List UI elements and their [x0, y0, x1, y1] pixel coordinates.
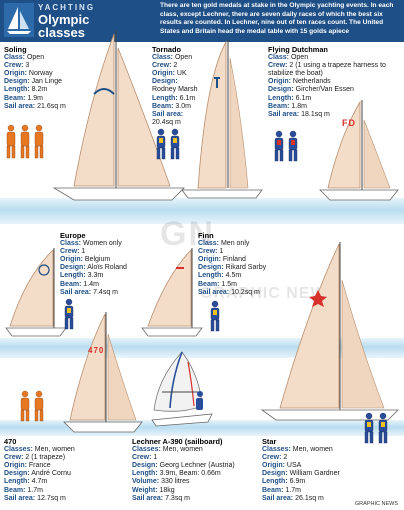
finn-name: Finn — [198, 231, 214, 240]
finn-length: 4.5m — [225, 272, 242, 280]
soling-beam: 1.9m — [27, 94, 43, 102]
star-beam: 1.7m — [285, 486, 301, 494]
tornado-illustration — [181, 40, 263, 199]
flying-dutchman-class: Open — [290, 54, 309, 62]
sea-band-top — [0, 198, 404, 224]
europe-crew: 1 — [81, 248, 86, 256]
star-name: Star — [262, 437, 277, 446]
star-crew-figures — [364, 412, 388, 444]
soling-crew-figures — [6, 124, 44, 159]
four-seventy-sail-area: 12.7sq m — [37, 494, 66, 502]
europe-illustration — [5, 248, 67, 337]
tornado-class: Open — [174, 54, 193, 62]
soling-origin: Norway — [28, 70, 53, 78]
header-kicker: YACHTING — [38, 3, 96, 12]
flying-dutchman-beam: 1.8m — [291, 102, 307, 110]
europe-name: Europe — [60, 231, 86, 240]
lechner-specs: Lechner A-390 (sailboard) Classes: Men, … — [132, 437, 235, 502]
finn-crew: 1 — [219, 248, 224, 256]
tornado-sail-area: 20.4sq m — [152, 118, 181, 126]
europe-class: Women only — [82, 240, 122, 248]
soling-crew: 3 — [25, 62, 30, 70]
star-design: William Gardner — [289, 470, 340, 478]
flying-dutchman-name: Flying Dutchman — [268, 45, 328, 54]
flying-dutchman-design: Gircher/Van Essen — [295, 86, 354, 94]
lechner-weight: 18kg — [159, 486, 175, 494]
tornado-design: Rodney Marsh — [152, 86, 198, 94]
tornado-length: 6.1m — [179, 94, 196, 102]
europe-sail-area: 7.4sq m — [93, 288, 118, 296]
star-specs: Star Classes: Men, women Crew: 2 Origin:… — [262, 437, 340, 502]
four-seventy-crew-figures — [20, 390, 44, 422]
europe-crew-figure — [64, 298, 74, 330]
tornado-name: Tornado — [152, 45, 182, 54]
soling-sail-area: 21.6sq m — [37, 102, 66, 110]
sailing-icon — [4, 3, 34, 37]
flying-dutchman-length: 6.1m — [295, 94, 312, 102]
lechner-sail-area: 7.3sq m — [165, 494, 190, 502]
finn-class: Men only — [220, 240, 250, 248]
star-classes: Men, women — [292, 446, 333, 454]
finn-specs: Finn Class: Men only Crew: 1 Origin: Fin… — [198, 231, 267, 296]
finn-design: Rikard Sarby — [225, 264, 267, 272]
lechner-length: 3.9m, Beam: 0.66m — [159, 470, 221, 478]
europe-design: Aloïs Roland — [87, 264, 127, 272]
soling-class: Open — [26, 54, 45, 62]
page-title: Olympic classes — [38, 12, 90, 40]
finn-beam: 1.5m — [221, 280, 237, 288]
finn-sail-area: 10.2sq m — [231, 288, 260, 296]
finn-crew-figure — [210, 300, 220, 332]
soling-name: Soling — [4, 45, 27, 54]
finn-origin: Finland — [222, 256, 246, 264]
four-seventy-beam: 1.7m — [27, 486, 43, 494]
flying-dutchman-sail-mark: FD — [342, 118, 356, 128]
four-seventy-origin: France — [28, 462, 51, 470]
star-crew: 2 — [283, 454, 288, 462]
lechner-design: Georg Lechner (Austria) — [159, 462, 235, 470]
europe-length: 3.3m — [87, 272, 104, 280]
finn-illustration — [141, 248, 203, 337]
lechner-crew: 1 — [153, 454, 158, 462]
europe-beam: 1.4m — [83, 280, 99, 288]
four-seventy-specs: 470 Classes: Men, women Crew: 2 (1 trape… — [4, 437, 75, 502]
flying-dutchman-illustration — [319, 100, 399, 201]
four-seventy-name: 470 — [4, 437, 17, 446]
watermark-text: GRAPHIC NEWS — [200, 285, 339, 302]
tornado-origin: UK — [176, 70, 187, 78]
flying-dutchman-sail-area: 18.1sq m — [301, 110, 330, 118]
star-sail-area: 26.1sq m — [295, 494, 324, 502]
lechner-classes: Men, women — [162, 446, 203, 454]
flying-dutchman-origin: Netherlands — [292, 78, 331, 86]
soling-specs: Soling Class: Open Crew: 3 Origin: Norwa… — [4, 45, 66, 110]
lechner-name: Lechner A-390 (sailboard) — [132, 437, 223, 446]
europe-specs: Europe Class: Women only Crew: 1 Origin:… — [60, 231, 127, 296]
tornado-crew: 2 — [173, 62, 178, 70]
intro-text: There are ten gold medals at stake in th… — [160, 2, 394, 35]
four-seventy-crew: 2 (1 trapeze) — [25, 454, 66, 462]
four-seventy-classes: Men, women — [34, 446, 75, 454]
tornado-beam: 3.0m — [175, 102, 191, 110]
flying-dutchman-crew: 2 (1 using a trapeze harness to stabiliz… — [268, 62, 386, 78]
lechner-volume: 330 litres — [161, 478, 190, 486]
flying-dutchman-specs: Flying Dutchman Class: Open Crew: 2 (1 u… — [268, 45, 398, 119]
watermark-logo: GN — [160, 215, 215, 253]
tornado-specs: Tornado Class: Open Crew: 2 Origin: UK D… — [152, 45, 198, 126]
tornado-crew-figures — [156, 128, 180, 160]
flying-dutchman-crew-figures — [274, 130, 298, 162]
europe-origin: Belgium — [84, 256, 111, 264]
four-seventy-illustration — [63, 312, 143, 433]
four-seventy-length: 4.7m — [31, 478, 48, 486]
lechner-illustration — [151, 351, 213, 427]
star-length: 6.9m — [289, 478, 306, 486]
header-banner: YACHTING Olympic classes There are ten g… — [0, 0, 404, 42]
soling-length: 8.2m — [31, 86, 48, 94]
star-illustration — [260, 242, 399, 421]
soling-design: Jan Linge — [31, 78, 62, 86]
credit-line: GRAPHIC NEWS — [354, 501, 398, 507]
four-seventy-sail-mark: 470 — [88, 346, 105, 355]
four-seventy-design: André Cornu — [31, 470, 71, 478]
star-origin: USA — [286, 462, 302, 470]
